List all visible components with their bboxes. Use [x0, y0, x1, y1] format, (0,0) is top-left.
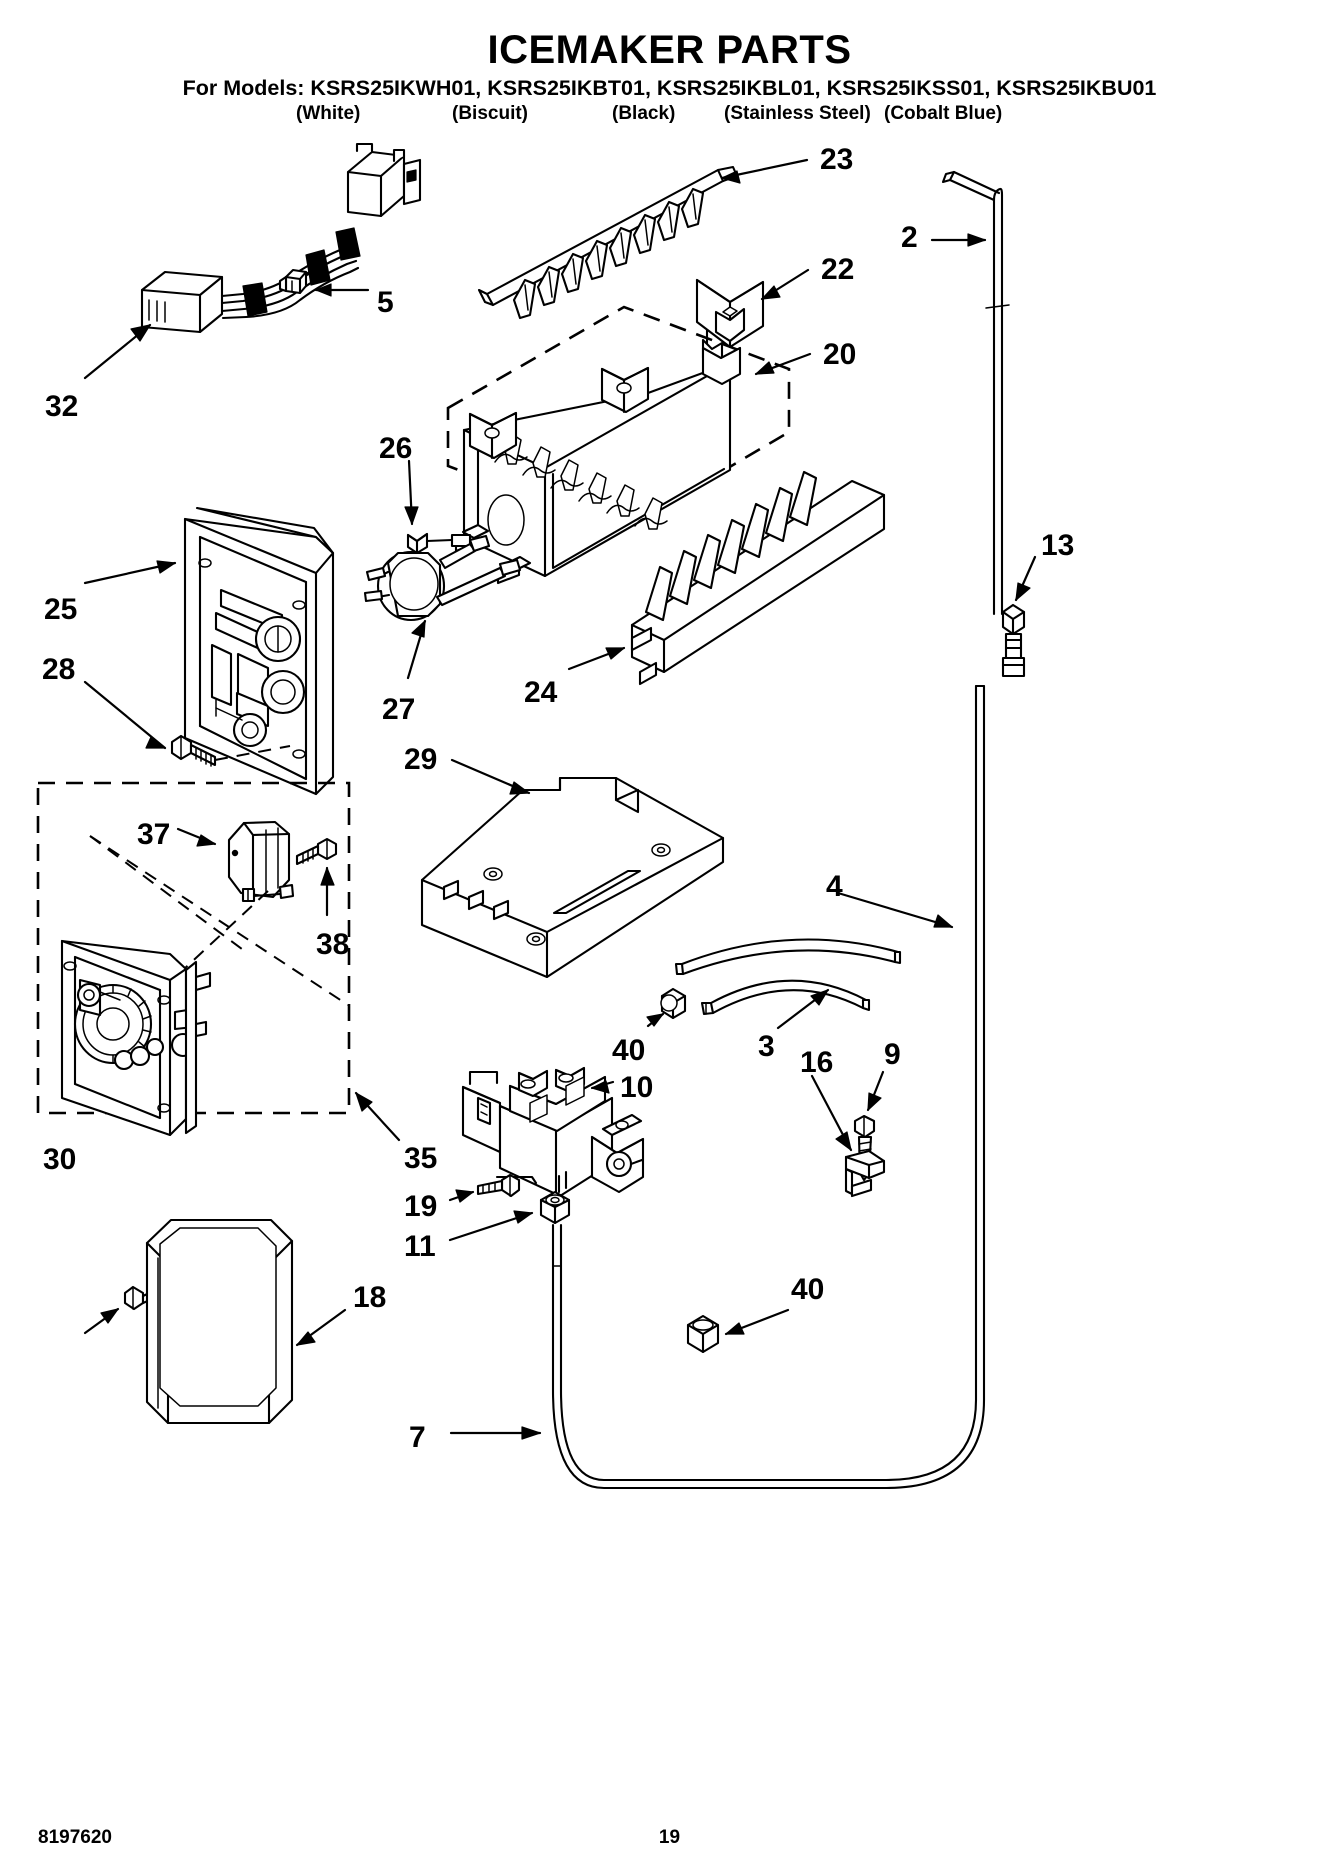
color-label-black: (Black) [612, 102, 676, 124]
callout-9: 9 [884, 1038, 901, 1071]
part-housing-screw-28 [83, 680, 291, 767]
part-number-footer: 8197620 [38, 1827, 112, 1848]
callout-10: 10 [620, 1071, 654, 1104]
callout-24: 24 [524, 676, 558, 709]
part-valve-screw-19 [448, 1173, 538, 1203]
callout-28: 28 [42, 653, 76, 686]
part-tube-nut-40-bottom [686, 1308, 790, 1354]
callout-22: 22 [821, 253, 855, 286]
callout-11: 11 [404, 1230, 436, 1263]
callout-40-left: 40 [612, 1034, 646, 1067]
color-legend: (White) (Biscuit) (Black) (Stainless Ste… [0, 103, 1339, 129]
page-title: ICEMAKER PARTS [487, 28, 852, 72]
callout-19: 19 [404, 1190, 438, 1223]
callout-35: 35 [404, 1142, 438, 1175]
callout-37: 37 [137, 818, 171, 851]
part-ice-stripper-24 [567, 470, 886, 686]
part-ice-bin-door-18 [145, 1218, 347, 1425]
callout-4: 4 [826, 870, 843, 903]
diagram-header: ICEMAKER PARTS For Models: KSRS25IKWH01,… [0, 0, 1339, 129]
part-wire-harness-32 [83, 142, 422, 380]
part-ground-clip-16 [810, 1074, 886, 1198]
callout-29: 29 [404, 743, 438, 776]
part-tube-nut-40-left [646, 987, 687, 1028]
part-fill-tube-2 [930, 170, 1010, 616]
part-water-tube-upper-4 [674, 891, 954, 976]
part-supply-tubing-7 [449, 684, 986, 1490]
callout-25: 25 [44, 593, 78, 626]
part-valve-nut-11 [448, 1190, 571, 1242]
callout-40-bottom: 40 [791, 1273, 825, 1306]
callout-7: 7 [409, 1421, 426, 1454]
part-thermostat-27 [363, 534, 522, 680]
color-label-biscuit: (Biscuit) [452, 102, 528, 124]
part-mounting-bracket-29 [420, 758, 725, 979]
callout-2: 2 [901, 221, 918, 254]
callout-27: 27 [382, 693, 416, 726]
callout-38: 38 [316, 928, 350, 961]
callout-3: 3 [758, 1030, 775, 1063]
part-motor-screw-38 [295, 837, 338, 917]
part-module-housing-25 [83, 506, 335, 796]
part-water-inlet-valve-10 [461, 1066, 645, 1198]
callout-30: 30 [43, 1143, 77, 1176]
page-number-footer: 19 [658, 1827, 681, 1848]
part-ice-mold-tray-20 [446, 305, 812, 585]
color-label-stainless-steel: (Stainless Steel) [724, 102, 871, 124]
color-label-cobalt-blue: (Cobalt Blue) [884, 102, 1003, 124]
callout-13: 13 [1041, 529, 1075, 562]
callout-26: 26 [379, 432, 413, 465]
part-tube-coupler-13 [1001, 555, 1037, 678]
callout-5: 5 [377, 286, 394, 319]
part-ejector-blade-arm-23 [477, 158, 809, 320]
part-water-fill-cup-22 [695, 268, 810, 367]
part-harness-clip-5 [278, 268, 370, 297]
callout-23: 23 [820, 143, 854, 176]
part-water-tube-lower-3 [700, 979, 871, 1030]
part-support-assembly-35 [36, 781, 401, 1142]
color-label-white: (White) [296, 102, 361, 124]
callout-32: 32 [45, 390, 79, 423]
part-drive-motor-37 [176, 820, 295, 903]
callout-16: 16 [800, 1046, 834, 1079]
callout-20: 20 [823, 338, 857, 371]
callout-18: 18 [353, 1281, 387, 1314]
model-list: For Models: KSRS25IKWH01, KSRS25IKBT01, … [182, 76, 1157, 100]
